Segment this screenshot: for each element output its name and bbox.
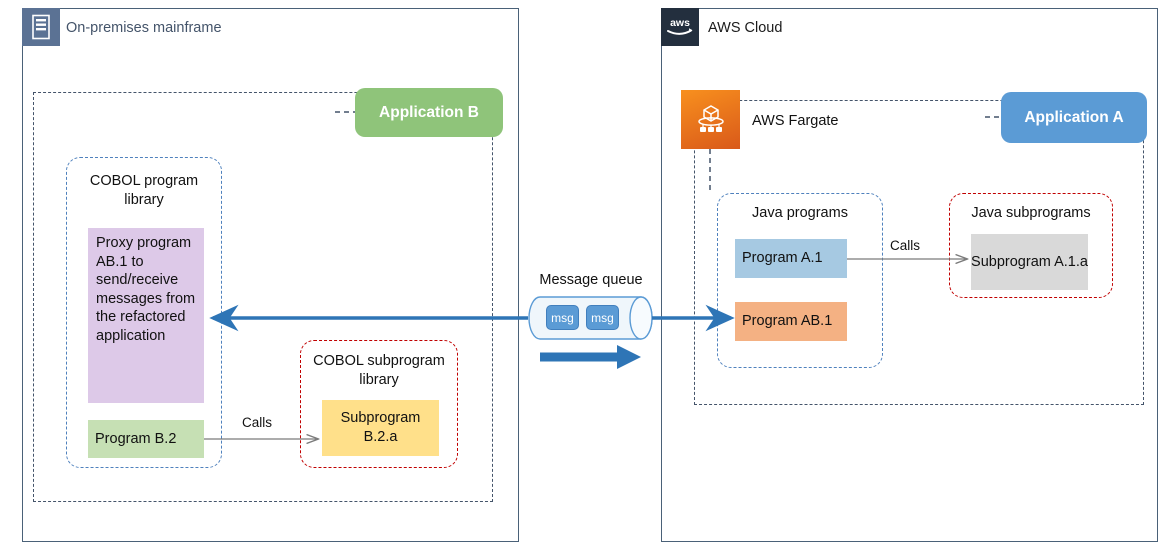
- svg-text:aws: aws: [670, 17, 690, 29]
- java-subprograms-caption: Java subprograms: [971, 205, 1091, 221]
- program-b2-box[interactable]: Program B.2: [88, 420, 204, 458]
- mainframe-server-icon: [22, 8, 60, 46]
- message-queue-caption: Message queue: [539, 272, 643, 288]
- aws-cloud-header-label: AWS Cloud: [708, 20, 783, 36]
- application-b-boundary: [33, 92, 493, 502]
- queue-message-chip: msg: [586, 305, 619, 330]
- java-subprograms-boundary: [949, 193, 1113, 298]
- cobol-program-library-caption: COBOL program library: [89, 173, 199, 208]
- queue-flow-direction-arrow: [540, 345, 641, 369]
- application-a-chip[interactable]: Application A: [1001, 92, 1147, 143]
- calls-label-onprem: Calls: [242, 415, 273, 430]
- aws-fargate-label: AWS Fargate: [752, 113, 839, 129]
- queue-message-chip: msg: [546, 305, 579, 330]
- subprogram-a1a-box[interactable]: Subprogram A.1.a: [971, 234, 1088, 290]
- aws-logo-icon: aws: [661, 8, 699, 46]
- program-a1-box[interactable]: Program A.1: [735, 239, 847, 278]
- application-a-boundary: [694, 100, 1144, 405]
- java-programs-boundary: [717, 193, 883, 368]
- program-ab1-box[interactable]: Program AB.1: [735, 302, 847, 341]
- onpremises-header-label: On-premises mainframe: [66, 20, 222, 36]
- cobol-subprogram-library-boundary: [300, 340, 458, 468]
- java-programs-caption: Java programs: [752, 205, 848, 221]
- message-queue-cylinder[interactable]: msg msg: [528, 294, 654, 342]
- calls-label-aws: Calls: [890, 238, 921, 253]
- application-b-chip[interactable]: Application B: [355, 88, 503, 137]
- subprogram-b2a-box[interactable]: Subprogram B.2.a: [322, 400, 439, 456]
- aws-fargate-icon: [681, 90, 740, 149]
- cobol-subprogram-library-caption: COBOL subprogram library: [313, 353, 445, 388]
- proxy-program-ab1-box[interactable]: Proxy program AB.1 to send/receive messa…: [88, 228, 204, 403]
